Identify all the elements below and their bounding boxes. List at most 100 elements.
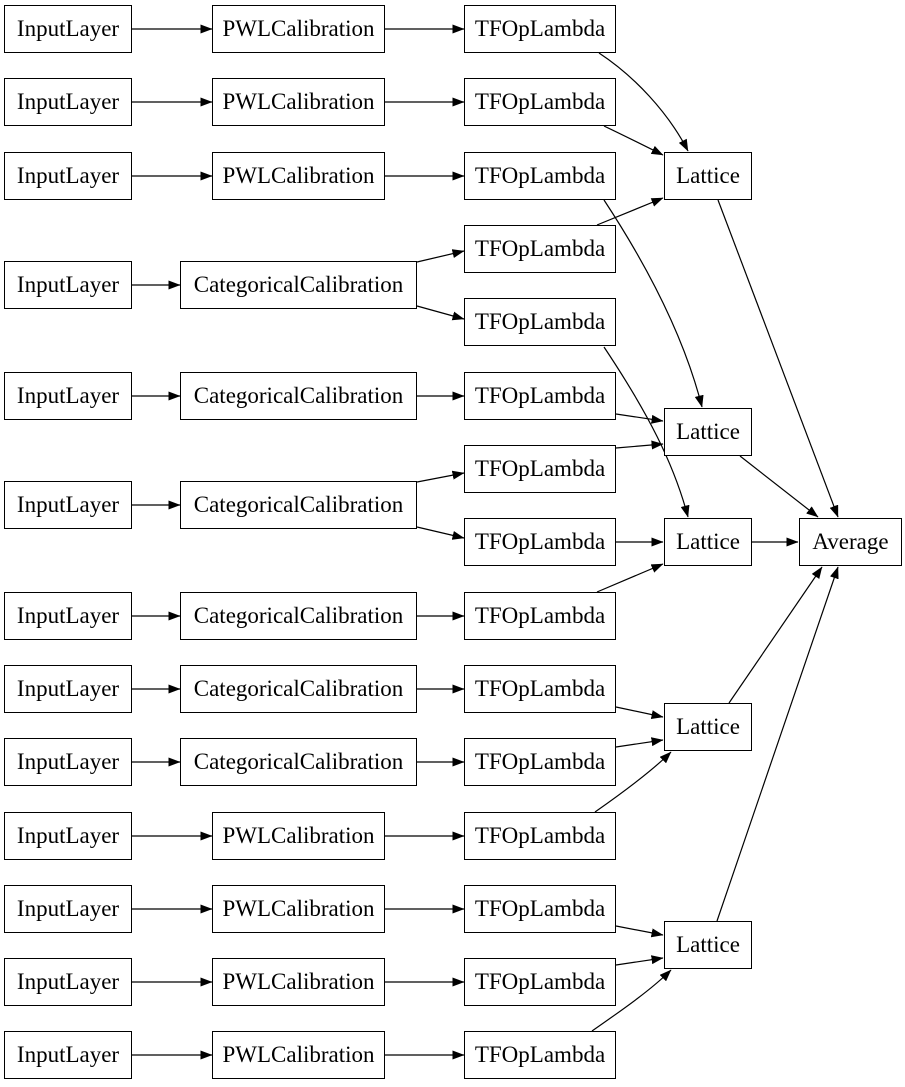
tfop-lambda-node: TFOpLambda	[464, 152, 616, 200]
node-label: TFOpLambda	[474, 822, 606, 848]
node-label: InputLayer	[16, 822, 120, 848]
edge-tfop-11-to-lattice-4	[615, 737, 664, 748]
tfop-lambda-node: TFOpLambda	[464, 738, 616, 786]
tfop-lambda-node: TFOpLambda	[464, 812, 616, 860]
node-label: TFOpLambda	[474, 748, 606, 774]
node-label: InputLayer	[16, 895, 120, 921]
node-label: Lattice	[676, 418, 740, 444]
node-label: TFOpLambda	[474, 455, 606, 481]
input-layer-node: InputLayer	[4, 78, 132, 126]
node-label: PWLCalibration	[222, 822, 375, 848]
edge-tfop-5-to-lattice-3	[603, 346, 690, 518]
node-label: InputLayer	[16, 382, 120, 408]
node-label: CategoricalCalibration	[193, 675, 404, 701]
input-layer-node: InputLayer	[4, 958, 132, 1006]
edge-cat-3-to-tfop-7	[416, 470, 465, 483]
edge-cat-1-to-tfop-5	[416, 305, 465, 321]
edge-tfop-6-to-lattice-2	[615, 413, 664, 424]
node-label: Lattice	[676, 713, 740, 739]
node-label: PWLCalibration	[222, 895, 375, 921]
categorical-calibration-node: CategoricalCalibration	[180, 372, 417, 420]
input-layer-node: InputLayer	[4, 592, 132, 640]
node-label: TFOpLambda	[474, 235, 606, 261]
node-label: InputLayer	[16, 271, 120, 297]
node-label: TFOpLambda	[474, 602, 606, 628]
edge-tfop-9-to-lattice-3	[596, 563, 664, 593]
node-label: TFOpLambda	[474, 528, 606, 554]
input-layer-node: InputLayer	[4, 1031, 132, 1079]
node-label: TFOpLambda	[474, 88, 606, 114]
node-label: TFOpLambda	[474, 895, 606, 921]
edge-tfop-2-to-lattice-1	[603, 125, 664, 156]
edge-tfop-7-to-lattice-2	[615, 440, 664, 450]
node-label: PWLCalibration	[222, 15, 375, 41]
node-label: CategoricalCalibration	[193, 271, 404, 297]
pwl-calibration-node: PWLCalibration	[212, 812, 385, 860]
tfop-lambda-node: TFOpLambda	[464, 518, 616, 566]
node-label: PWLCalibration	[222, 1041, 375, 1067]
node-label: InputLayer	[16, 748, 120, 774]
node-label: InputLayer	[16, 675, 120, 701]
tfop-lambda-node: TFOpLambda	[464, 445, 616, 493]
lattice-node: Lattice	[664, 703, 752, 751]
input-layer-node: InputLayer	[4, 885, 132, 933]
tfop-lambda-node: TFOpLambda	[464, 372, 616, 420]
pwl-calibration-node: PWLCalibration	[212, 958, 385, 1006]
input-layer-node: InputLayer	[4, 261, 132, 309]
categorical-calibration-node: CategoricalCalibration	[180, 738, 417, 786]
lattice-node: Lattice	[664, 518, 752, 566]
node-label: TFOpLambda	[474, 15, 606, 41]
node-label: InputLayer	[16, 491, 120, 517]
edge-lattice-1-to-average	[717, 199, 839, 518]
node-label: Lattice	[676, 162, 740, 188]
pwl-calibration-node: PWLCalibration	[212, 1031, 385, 1079]
lattice-node: Lattice	[664, 152, 752, 200]
input-layer-node: InputLayer	[4, 152, 132, 200]
edge-lattice-2-to-average	[739, 455, 819, 518]
node-label: InputLayer	[16, 88, 120, 114]
node-label: InputLayer	[16, 15, 120, 41]
node-label: Lattice	[676, 528, 740, 554]
node-label: Average	[812, 528, 889, 554]
categorical-calibration-node: CategoricalCalibration	[180, 665, 417, 713]
node-label: InputLayer	[16, 968, 120, 994]
input-layer-node: InputLayer	[4, 481, 132, 529]
node-label: CategoricalCalibration	[193, 491, 404, 517]
node-label: CategoricalCalibration	[193, 382, 404, 408]
node-label: TFOpLambda	[474, 308, 606, 334]
tfop-lambda-node: TFOpLambda	[464, 958, 616, 1006]
node-label: Lattice	[676, 931, 740, 957]
tfop-lambda-node: TFOpLambda	[464, 298, 616, 346]
edge-cat-3-to-tfop-8	[416, 526, 465, 540]
average-node: Average	[799, 518, 902, 566]
tfop-lambda-node: TFOpLambda	[464, 5, 616, 53]
node-label: CategoricalCalibration	[193, 602, 404, 628]
edge-cat-1-to-tfop-4	[416, 249, 465, 263]
tfop-lambda-node: TFOpLambda	[464, 225, 616, 273]
node-label: InputLayer	[16, 1041, 120, 1067]
input-layer-node: InputLayer	[4, 372, 132, 420]
tfop-lambda-node: TFOpLambda	[464, 665, 616, 713]
node-label: InputLayer	[16, 162, 120, 188]
pwl-calibration-node: PWLCalibration	[212, 5, 385, 53]
node-label: TFOpLambda	[474, 382, 606, 408]
pwl-calibration-node: PWLCalibration	[212, 78, 385, 126]
tfop-lambda-node: TFOpLambda	[464, 592, 616, 640]
tfop-lambda-node: TFOpLambda	[464, 885, 616, 933]
edge-tfop-10-to-lattice-4	[615, 706, 664, 720]
node-label: PWLCalibration	[222, 968, 375, 994]
edge-tfop-1-to-lattice-1	[598, 52, 689, 152]
node-label: PWLCalibration	[222, 162, 375, 188]
edge-tfop-14-to-lattice-5	[615, 955, 664, 966]
edge-lattice-4-to-average	[728, 566, 823, 704]
edge-tfop-13-to-lattice-5	[615, 925, 664, 938]
edge-tfop-12-to-lattice-4	[594, 751, 672, 813]
node-label: TFOpLambda	[474, 968, 606, 994]
lattice-node: Lattice	[664, 921, 752, 969]
edge-tfop-4-to-lattice-1	[596, 197, 664, 226]
input-layer-node: InputLayer	[4, 665, 132, 713]
tfop-lambda-node: TFOpLambda	[464, 1031, 616, 1079]
edge-tfop-15-to-lattice-5	[591, 969, 672, 1032]
node-label: InputLayer	[16, 602, 120, 628]
